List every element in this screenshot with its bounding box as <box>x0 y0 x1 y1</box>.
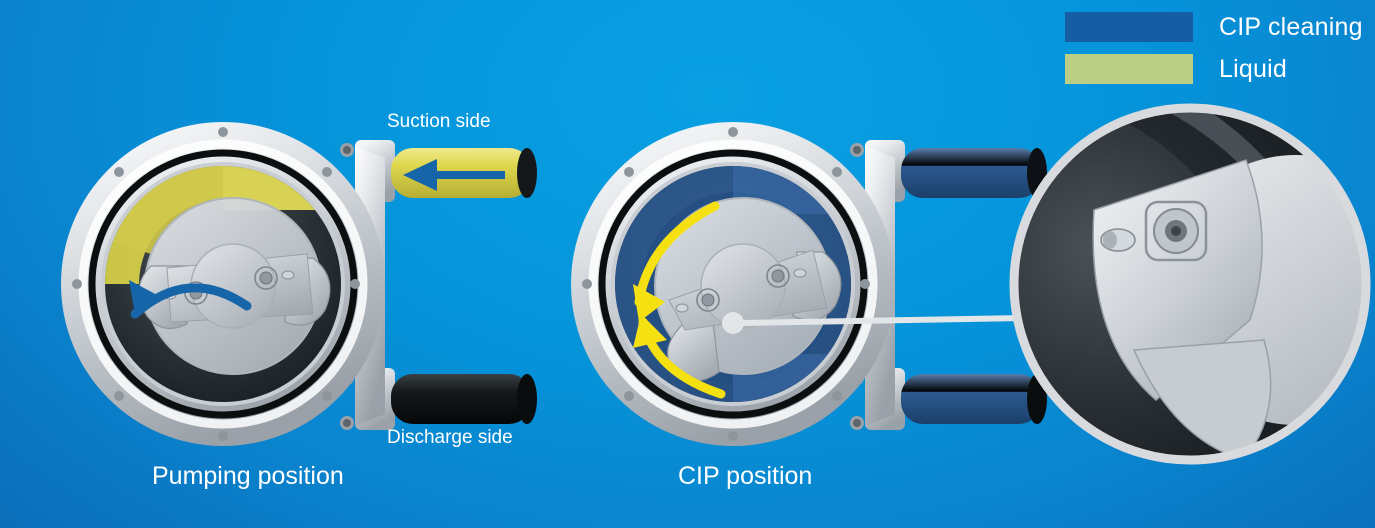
flow-arrow-suction-pumping <box>403 159 505 191</box>
detail-view-circle <box>1006 100 1374 468</box>
legend-label-liquid: Liquid <box>1219 54 1287 83</box>
legend-label-cip: CIP cleaning <box>1219 12 1363 41</box>
flow-arrow-upper-cip <box>633 201 720 322</box>
label-discharge-side: Discharge side <box>387 427 513 448</box>
pump-diagram-pumping <box>55 118 537 448</box>
detail-fastener <box>1144 200 1208 262</box>
pump-diagram-cip <box>565 118 1047 448</box>
rotor-fasteners <box>675 264 807 313</box>
detail-view-border <box>1009 103 1371 465</box>
flow-arrow-lower-cip <box>633 314 726 399</box>
caption-cip-position: CIP position <box>678 462 813 490</box>
legend-item-cip: CIP cleaning <box>1065 8 1365 46</box>
caption-pumping-position: Pumping position <box>152 462 344 490</box>
flow-arrow-rotation-pumping <box>129 280 252 319</box>
cip-cleaning-swatch <box>1065 12 1193 42</box>
rotor-hub <box>700 243 786 329</box>
legend-item-liquid: Liquid <box>1065 50 1365 88</box>
callout-leader-line <box>722 312 1026 334</box>
detail-pin <box>1100 228 1136 252</box>
liquid-swatch <box>1065 54 1193 84</box>
detail-rotor-lobe <box>1092 159 1263 401</box>
rotor-assembly-pumping <box>138 197 331 375</box>
label-suction-side: Suction side <box>387 111 491 132</box>
legend: CIP cleaning Liquid <box>1065 8 1365 92</box>
detail-view-content <box>1014 108 1366 460</box>
